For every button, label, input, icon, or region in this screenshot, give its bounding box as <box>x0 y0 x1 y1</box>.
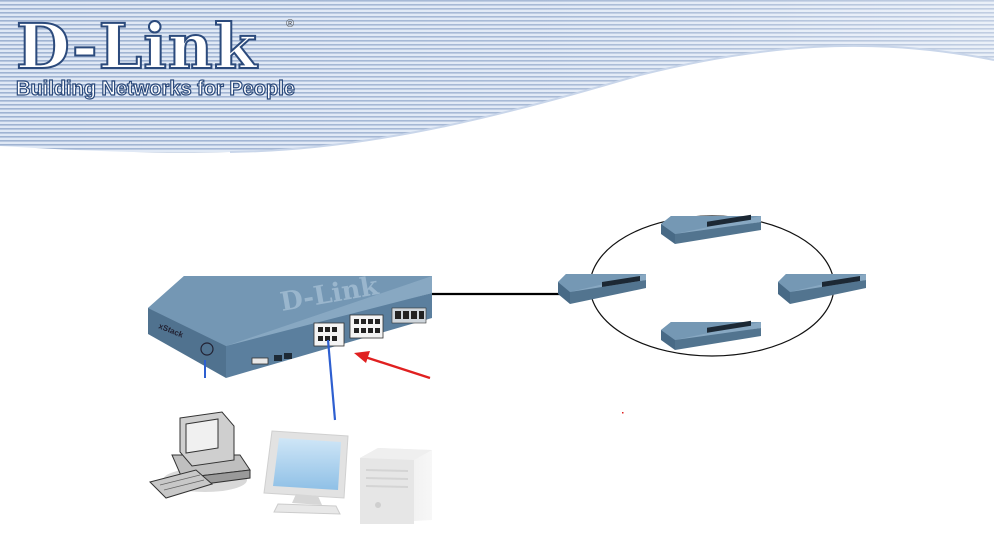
console-port <box>251 357 269 365</box>
registered-mark: ® <box>286 18 295 30</box>
ethernet-port-block[interactable] <box>313 307 427 347</box>
monitor-icon[interactable] <box>263 430 349 515</box>
brand-tagline: Building Networks for People <box>15 77 295 100</box>
ring-switch-top[interactable] <box>661 214 761 244</box>
dlink-logo[interactable]: D-Link ® Building Networks for People <box>14 10 304 107</box>
tower-server-icon[interactable] <box>360 448 432 524</box>
ring-switch-left[interactable] <box>558 274 646 304</box>
power-button <box>200 342 214 356</box>
red-dot <box>622 412 624 414</box>
red-arrow <box>354 351 431 380</box>
brand-wordmark: D-Link <box>15 10 258 83</box>
pc-cable <box>326 339 337 421</box>
ring-switch-right[interactable] <box>778 274 866 304</box>
main-switch[interactable]: D-Link xStack <box>148 271 432 378</box>
workstation-icon[interactable] <box>149 411 251 499</box>
header-banner <box>0 0 994 153</box>
ring-switch-bottom[interactable] <box>661 320 761 350</box>
